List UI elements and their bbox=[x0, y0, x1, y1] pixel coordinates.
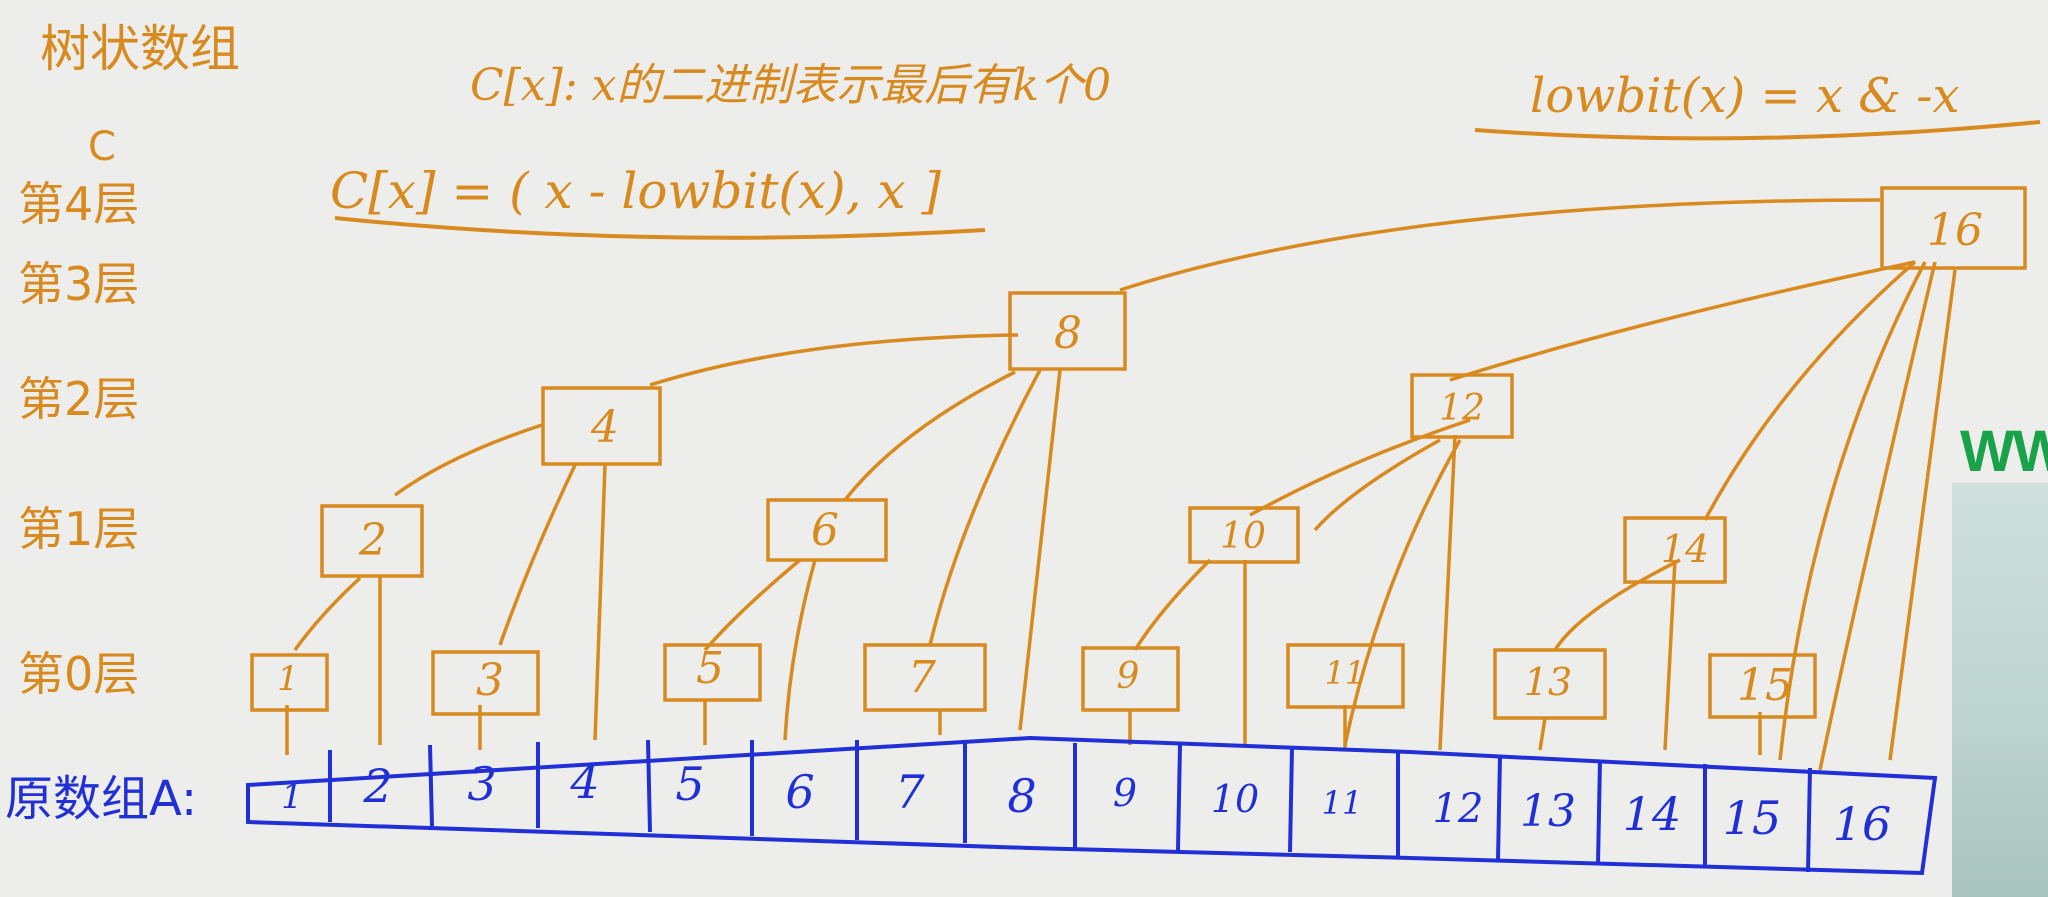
formula-c-x: C[x]: x的二进制表示最后有k个0 bbox=[470, 60, 1111, 111]
array-cell-3: 3 bbox=[467, 757, 496, 811]
node-box-9 bbox=[1081, 646, 1180, 712]
lowbit-underline bbox=[1474, 120, 2041, 141]
layer-label-3: 第3层 bbox=[18, 257, 139, 311]
node-12: 12 bbox=[1439, 388, 1485, 429]
node-box-14 bbox=[1623, 516, 1727, 584]
node-box-1 bbox=[250, 653, 329, 712]
array-cell-10: 10 bbox=[1211, 777, 1259, 821]
formula-lowbit: lowbit(x) = x & -x bbox=[1530, 68, 1960, 124]
node-box-3 bbox=[431, 650, 540, 716]
tree-nodes bbox=[250, 186, 2027, 720]
tree-edges bbox=[285, 198, 1957, 771]
array-cell-7: 7 bbox=[895, 765, 925, 819]
node-box-4 bbox=[541, 386, 662, 466]
node-box-15 bbox=[1708, 653, 1817, 719]
node-9: 9 bbox=[1117, 656, 1140, 697]
layer-label-2: 第2层 bbox=[18, 372, 139, 426]
array-cell-15: 15 bbox=[1723, 791, 1782, 845]
node-box-10 bbox=[1188, 506, 1300, 564]
layer-label-4: 第4层 bbox=[18, 177, 139, 231]
original-array bbox=[246, 735, 1938, 876]
formula-range: C[x] = ( x - lowbit(x), x ] bbox=[330, 162, 942, 220]
array-cell-13: 13 bbox=[1520, 786, 1576, 837]
node-box-7 bbox=[863, 643, 987, 712]
node-4: 4 bbox=[590, 402, 619, 453]
array-cell-16: 16 bbox=[1833, 797, 1892, 851]
node-16: 16 bbox=[1927, 205, 1983, 256]
node-box-6 bbox=[766, 498, 888, 562]
array-cell-8: 8 bbox=[1007, 769, 1036, 823]
array-cell-6: 6 bbox=[785, 765, 814, 819]
array-cell-9: 9 bbox=[1113, 771, 1137, 815]
node-3: 3 bbox=[476, 655, 504, 706]
array-cell-12: 12 bbox=[1433, 786, 1484, 832]
node-box-12 bbox=[1410, 373, 1514, 439]
array-cell-14: 14 bbox=[1623, 787, 1682, 841]
tree-node-labels: 16 8 4 12 2 6 10 14 1 3 5 7 9 11 13 15 bbox=[277, 205, 1983, 711]
array-cell-11: 11 bbox=[1322, 784, 1363, 822]
camera-overlay bbox=[1952, 483, 2048, 897]
layer-label-1: 第1层 bbox=[18, 502, 139, 556]
c-label: C bbox=[88, 124, 116, 170]
node-7: 7 bbox=[908, 652, 936, 703]
node-5: 5 bbox=[696, 643, 724, 694]
node-15: 15 bbox=[1737, 660, 1793, 711]
node-14: 14 bbox=[1661, 527, 1709, 571]
node-10: 10 bbox=[1220, 516, 1266, 557]
node-box-8 bbox=[1008, 291, 1127, 371]
node-box-11 bbox=[1286, 643, 1405, 709]
node-box-2 bbox=[320, 504, 424, 578]
node-1: 1 bbox=[277, 659, 299, 699]
original-array-label: 原数组A: bbox=[5, 771, 197, 827]
node-box-13 bbox=[1493, 648, 1607, 720]
node-6: 6 bbox=[811, 505, 839, 556]
watermark: WW bbox=[1960, 419, 2048, 484]
node-box-5 bbox=[663, 643, 762, 702]
array-cell-2: 2 bbox=[362, 759, 392, 813]
node-11: 11 bbox=[1325, 654, 1366, 692]
layer-labels: 第4层 第3层 第2层 第1层 第0层 bbox=[18, 177, 139, 701]
title-text: 树状数组 bbox=[40, 20, 240, 78]
array-cell-4: 4 bbox=[569, 755, 599, 809]
node-13: 13 bbox=[1524, 660, 1572, 704]
node-8: 8 bbox=[1054, 308, 1082, 359]
array-cell-5: 5 bbox=[675, 757, 704, 811]
range-underline bbox=[334, 216, 986, 240]
array-cell-1: 1 bbox=[281, 777, 303, 817]
node-2: 2 bbox=[358, 515, 387, 566]
layer-label-0: 第0层 bbox=[18, 647, 139, 701]
node-box-16 bbox=[1880, 186, 2027, 270]
original-array-values: 1 2 3 4 5 6 7 8 9 10 11 12 13 14 15 16 bbox=[281, 755, 1891, 851]
